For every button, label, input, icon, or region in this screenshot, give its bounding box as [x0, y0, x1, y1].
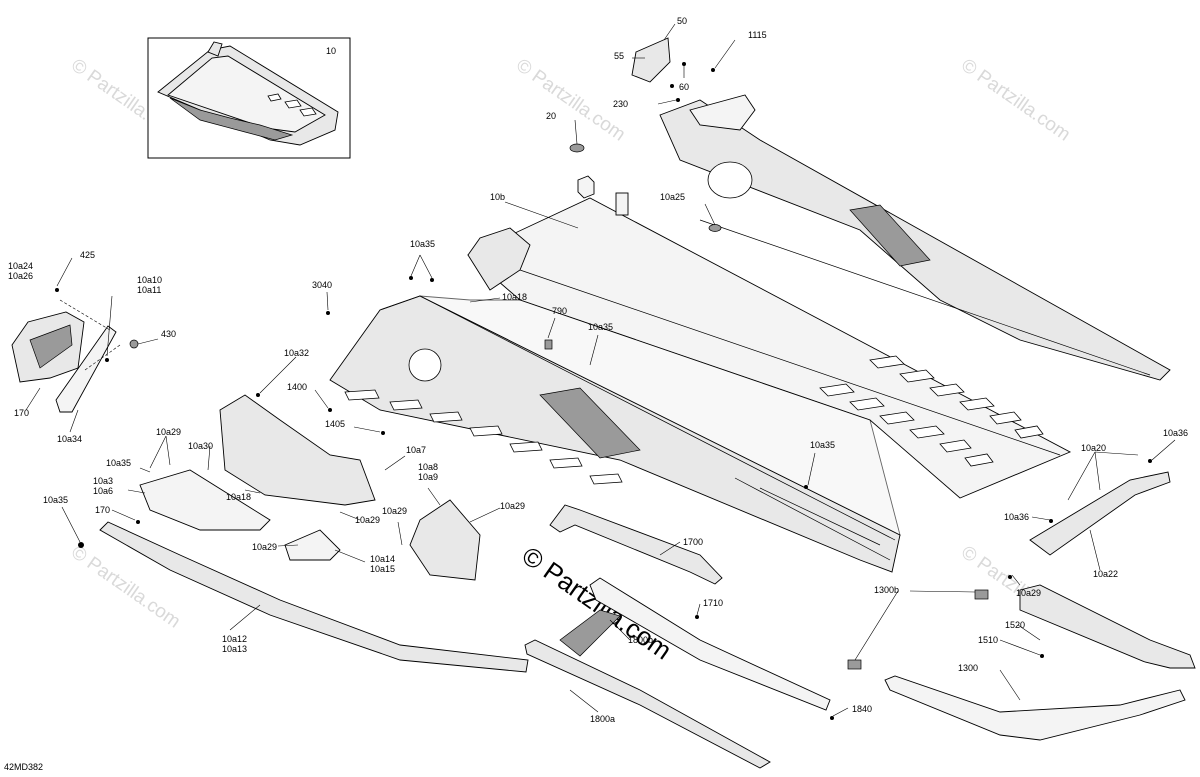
callout-10a29-e: 10a29	[500, 501, 525, 511]
callout-10a35-top: 10a35	[410, 239, 435, 249]
callout-10a12: 10a12	[222, 634, 247, 644]
callout-10b: 10b	[490, 192, 505, 202]
callout-790: 790	[552, 306, 567, 316]
callout-1710: 1710	[703, 598, 723, 608]
callout-10a24: 10a24	[8, 261, 33, 271]
callout-10a9: 10a9	[418, 472, 438, 482]
callout-10a29-d: 10a29	[252, 542, 277, 552]
callout-10a10: 10a10	[137, 275, 162, 285]
inset-frame-assembly	[147, 37, 351, 159]
callout-20: 20	[546, 111, 556, 121]
callout-10a29-f: 10a29	[1016, 588, 1041, 598]
callout-10a26: 10a26	[8, 271, 33, 281]
callout-1300b: 1300b	[874, 585, 899, 595]
callout-3040: 3040	[312, 280, 332, 290]
callout-10a18-mid: 10a18	[226, 492, 251, 502]
callout-1510: 1510	[978, 635, 998, 645]
callout-170-left: 170	[14, 408, 29, 418]
callout-10a7: 10a7	[406, 445, 426, 455]
callout-10a3: 10a3	[93, 476, 113, 486]
diagram-code: 42MD382	[4, 762, 43, 772]
front-plates	[139, 394, 481, 581]
callout-10a29-b: 10a29	[355, 515, 380, 525]
callout-1300: 1300	[958, 663, 978, 673]
small-parts	[55, 37, 1152, 720]
callout-10a35-right: 10a35	[810, 440, 835, 450]
callout-10a29-a: 10a29	[156, 427, 181, 437]
callout-10a11: 10a11	[137, 285, 161, 295]
callout-10a20: 10a20	[1081, 443, 1106, 453]
callout-10a13: 10a13	[222, 644, 247, 654]
callout-10a15: 10a15	[370, 564, 395, 574]
callout-60: 60	[679, 82, 689, 92]
top-plate-cutouts	[819, 355, 1044, 467]
callout-230: 230	[613, 99, 628, 109]
callout-10a6: 10a6	[93, 486, 113, 496]
callout-10a25: 10a25	[660, 192, 685, 202]
callout-1700: 1700	[683, 537, 703, 547]
callout-10a35-mid: 10a35	[588, 322, 613, 332]
callout-10a36-b: 10a36	[1004, 512, 1029, 522]
inset-label: 10	[326, 46, 336, 56]
callout-1800a: 1800a	[590, 714, 615, 724]
front-bracket-parts	[11, 299, 121, 413]
side-wall-openings	[344, 204, 931, 485]
callout-425: 425	[80, 250, 95, 260]
rail-parts	[524, 471, 1196, 769]
callout-10a18-top: 10a18	[502, 292, 527, 302]
callout-170-mid: 170	[95, 505, 110, 515]
callout-10a35-far: 10a35	[43, 495, 68, 505]
callout-430: 430	[161, 329, 176, 339]
callout-1115: 1115	[748, 30, 767, 40]
callout-55: 55	[614, 51, 624, 61]
watermark: © Partzilla.com	[512, 55, 629, 146]
callout-10a22: 10a22	[1093, 569, 1118, 579]
callout-1520: 1520	[1005, 620, 1025, 630]
callout-10a30: 10a30	[188, 441, 213, 451]
callout-1840: 1840	[852, 704, 872, 714]
callout-10a8: 10a8	[418, 462, 438, 472]
callout-labels: 50 55 60 1115 230 20 10b 10a25 10a35 304…	[4, 16, 1188, 772]
callout-10a34: 10a34	[57, 434, 82, 444]
tunnel-assembly	[253, 94, 1171, 573]
watermark: © Partzilla.com	[957, 55, 1074, 146]
callout-50: 50	[677, 16, 687, 26]
callout-10a14: 10a14	[370, 554, 395, 564]
callout-10a29-c: 10a29	[382, 506, 407, 516]
callout-1400: 1400	[287, 382, 307, 392]
front-bumper	[99, 521, 529, 673]
leader-lines	[25, 23, 1176, 717]
callout-10a36-a: 10a36	[1163, 428, 1188, 438]
callout-10a32: 10a32	[284, 348, 309, 358]
callout-1800b: 1800b	[628, 635, 653, 645]
callout-10a35-left: 10a35	[106, 458, 131, 468]
callout-1405: 1405	[325, 419, 345, 429]
